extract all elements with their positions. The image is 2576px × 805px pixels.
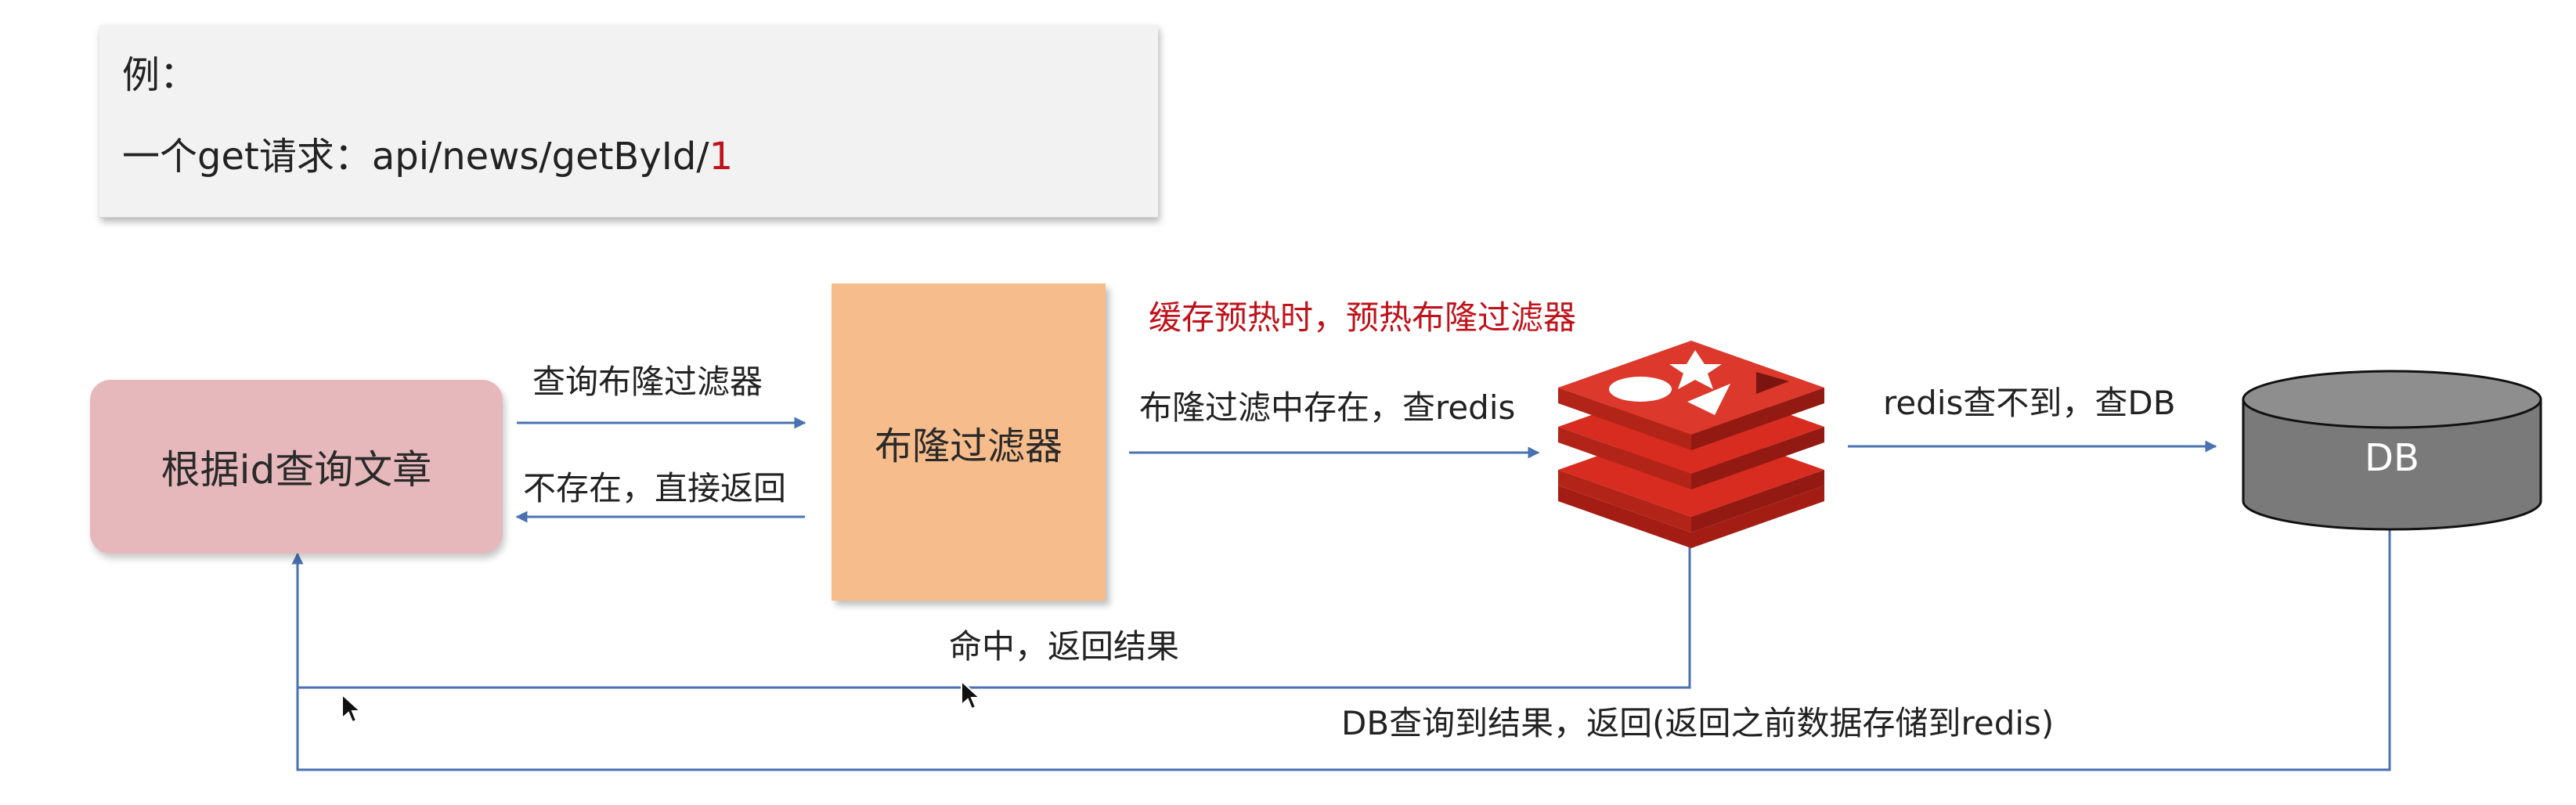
arrow-db-return xyxy=(291,523,2391,771)
label-query-bloom: 查询布隆过滤器 xyxy=(532,363,763,401)
example-label: 例： xyxy=(122,53,198,97)
example-request: 一个get请求：api/news/getById/1 xyxy=(122,133,733,180)
query-article-node: 根据id查询文章 xyxy=(90,380,503,554)
label-preheat-note: 缓存预热时，预热布隆过滤器 xyxy=(1149,298,1577,337)
request-path: 一个get请求：api/news/getById/ xyxy=(122,135,709,179)
mouse-pointer-icon xyxy=(961,680,982,710)
label-hit-return: 命中，返回结果 xyxy=(949,627,1180,666)
label-not-exist-return: 不存在，直接返回 xyxy=(523,469,787,507)
bloom-filter-node: 布隆过滤器 xyxy=(832,283,1106,601)
label-redis-miss-query-db: redis查不到，查DB xyxy=(1883,384,2176,422)
database-cylinder-icon xyxy=(2242,370,2542,531)
mouse-pointer-icon xyxy=(341,693,363,724)
label-db-found-return: DB查询到结果，返回(返回之前数据存储到redis) xyxy=(1341,704,2055,742)
request-id: 1 xyxy=(709,135,734,179)
redis-layer-top xyxy=(1558,341,1824,450)
redis-logo-icon xyxy=(1558,341,1824,548)
label-exists-query-redis: 布隆过滤中存在，查redis xyxy=(1139,388,1516,427)
arrow-redis-hit-return xyxy=(298,540,1691,689)
example-note-box xyxy=(99,25,1158,218)
db-node-label: DB xyxy=(2365,436,2419,480)
